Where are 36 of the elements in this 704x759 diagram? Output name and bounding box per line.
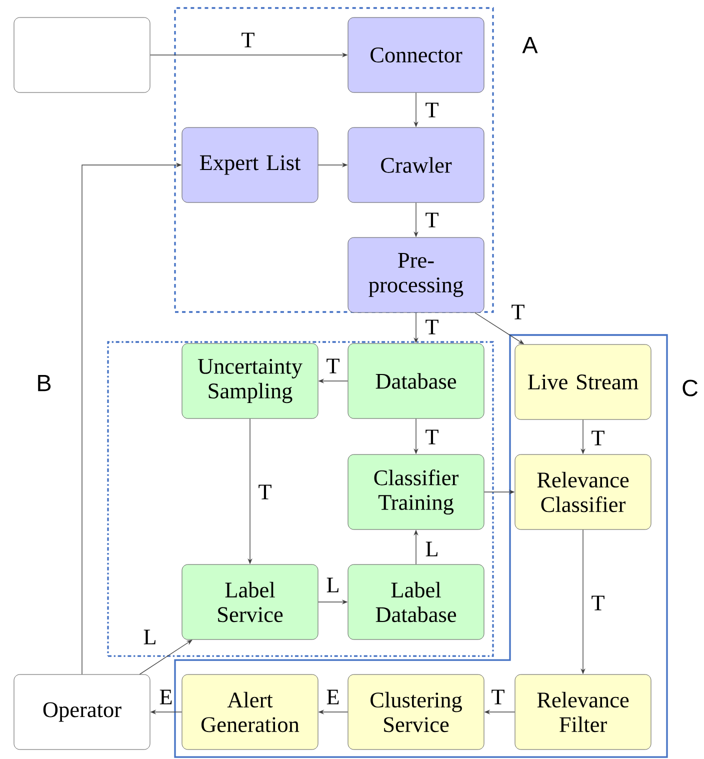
process-box: Relevance Classifier <box>514 454 652 530</box>
process-box: Database <box>348 343 484 419</box>
node-label: B <box>38 374 51 392</box>
process-box: Label Service <box>182 564 318 640</box>
edge-label: T <box>590 430 606 446</box>
process-box: Operator <box>14 674 150 750</box>
edge-label: L <box>424 540 440 558</box>
edge-label: T <box>424 318 440 336</box>
process-box: Live Stream <box>514 344 652 420</box>
process-box: Connector <box>348 17 484 93</box>
node-label: C <box>682 380 698 396</box>
edge-label: E <box>325 688 341 706</box>
arrow <box>139 640 192 675</box>
process-box: Classifier Training <box>348 454 484 530</box>
edge-label: T <box>240 32 256 48</box>
edge-label: T <box>590 594 606 612</box>
process-box: Expert List <box>182 127 318 203</box>
edge-label: T <box>424 102 440 118</box>
edge-label: T <box>424 212 440 228</box>
edge-label: T <box>510 304 526 320</box>
node-label: A <box>522 36 538 54</box>
edge-label: L <box>325 576 341 594</box>
process-box: Relevance Filter <box>514 674 652 750</box>
process-box: Uncertainty Sampling <box>182 343 318 419</box>
process-box: Pre-processing <box>348 237 484 313</box>
edge-label: T <box>325 358 341 374</box>
process-box: Clustering Service <box>348 674 484 750</box>
edge-label: E <box>158 688 174 706</box>
process-box: Alert Generation <box>182 674 318 750</box>
process-box: Label Database <box>348 564 484 640</box>
empty-box <box>14 17 150 93</box>
edge-label: T <box>490 688 506 706</box>
process-box: Crawler <box>348 127 484 203</box>
edge-label: T <box>257 484 273 500</box>
edge-label: T <box>424 428 440 446</box>
edge-label: L <box>142 628 158 646</box>
